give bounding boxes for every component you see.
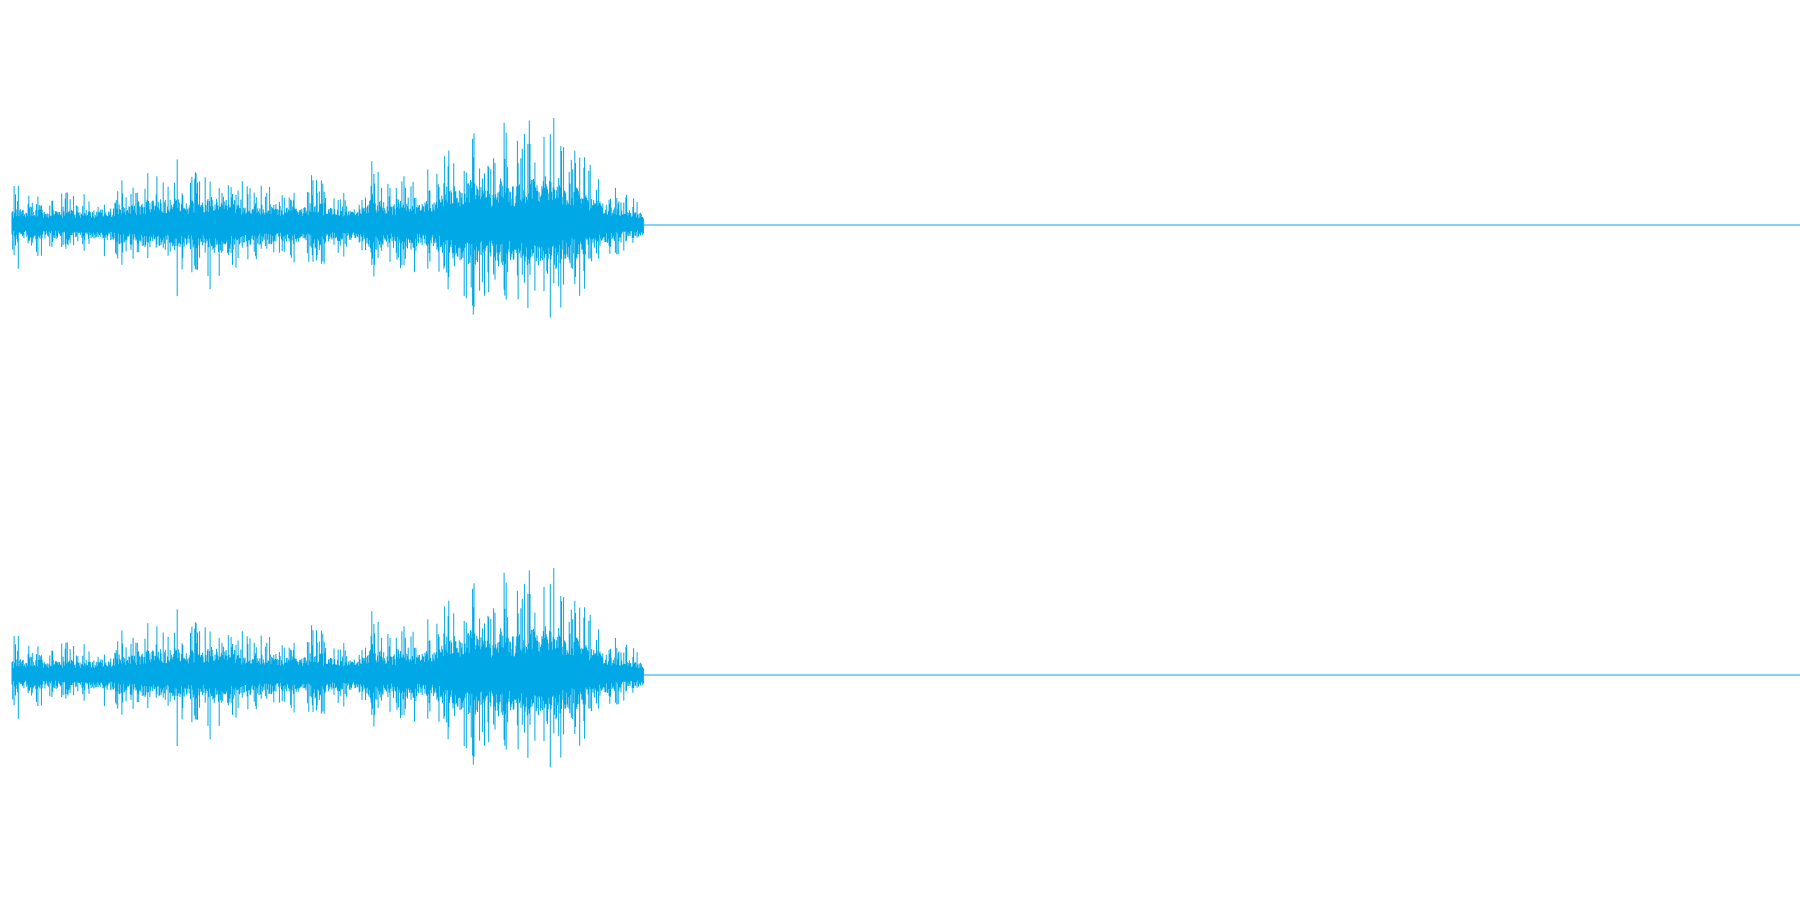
waveform-samples xyxy=(11,568,644,768)
waveform-channel-right[interactable] xyxy=(11,568,1800,768)
waveform-channel-left[interactable] xyxy=(11,118,1800,318)
waveform-samples xyxy=(11,118,644,318)
